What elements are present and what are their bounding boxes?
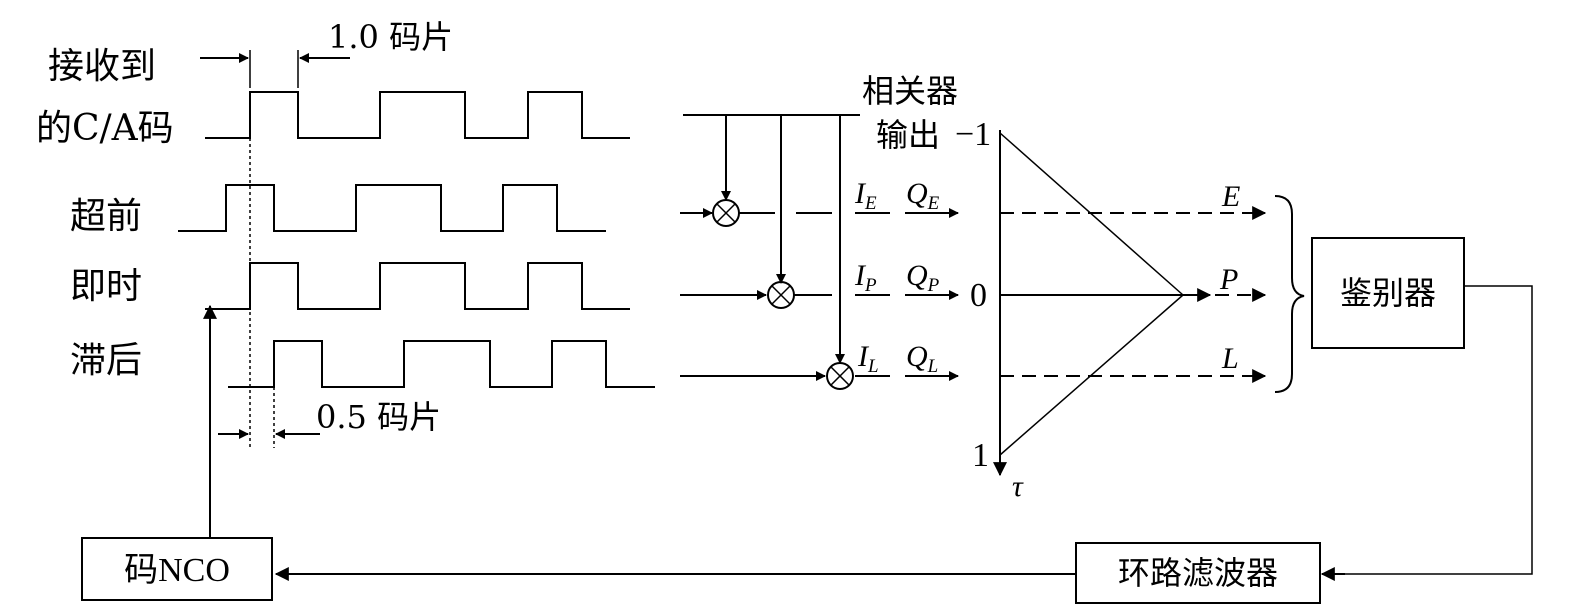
code-nco-block	[81, 537, 273, 601]
received-label-line2: 的C/A码	[36, 108, 174, 149]
prompt-label: 即时	[70, 266, 142, 307]
discriminator-label: 鉴别器	[1340, 274, 1436, 312]
tau-symbol: τ	[1012, 470, 1024, 503]
late-label: 滞后	[70, 340, 142, 381]
discriminator-to-filter-wire	[1332, 285, 1533, 575]
code-nco-label: 码NCO	[124, 552, 230, 589]
early-label: 超前	[70, 196, 142, 237]
discriminator-block	[1311, 237, 1465, 349]
tau-tick-mid: 0	[970, 277, 987, 314]
input-brace	[1274, 195, 1305, 393]
tau-tick-top: −1	[955, 116, 991, 153]
correlator-output-label-line1: 相关器	[862, 72, 958, 110]
correlator-output-label-line2: 输出	[876, 116, 940, 154]
late-i-label: IL	[857, 340, 879, 377]
early-i-label: IE	[854, 177, 877, 214]
early-output-label: E	[1221, 180, 1240, 213]
prompt-multiplier-icon	[767, 281, 795, 309]
early-multiplier-icon	[712, 199, 740, 227]
prompt-i-label: IP	[854, 259, 877, 296]
tau-tick-bottom: 1	[972, 437, 989, 474]
prompt-q-label: QP	[906, 259, 940, 296]
received-label-line1: 接收到	[48, 46, 156, 87]
early-code-waveform	[178, 184, 606, 232]
late-output-label: L	[1221, 342, 1239, 375]
prompt-code-waveform	[205, 262, 630, 310]
one-chip-label: 1.0 码片	[328, 18, 453, 56]
late-code-waveform	[228, 340, 655, 388]
early-q-label: QE	[906, 177, 940, 214]
loop-filter-label: 环路滤波器	[1118, 554, 1278, 592]
late-q-label: QL	[906, 340, 938, 377]
prompt-output-label: P	[1219, 263, 1238, 296]
late-multiplier-icon	[826, 362, 854, 390]
half-chip-label: 0.5 码片	[316, 398, 441, 436]
received-ca-code-waveform	[205, 91, 630, 139]
loop-filter-block	[1075, 542, 1321, 604]
